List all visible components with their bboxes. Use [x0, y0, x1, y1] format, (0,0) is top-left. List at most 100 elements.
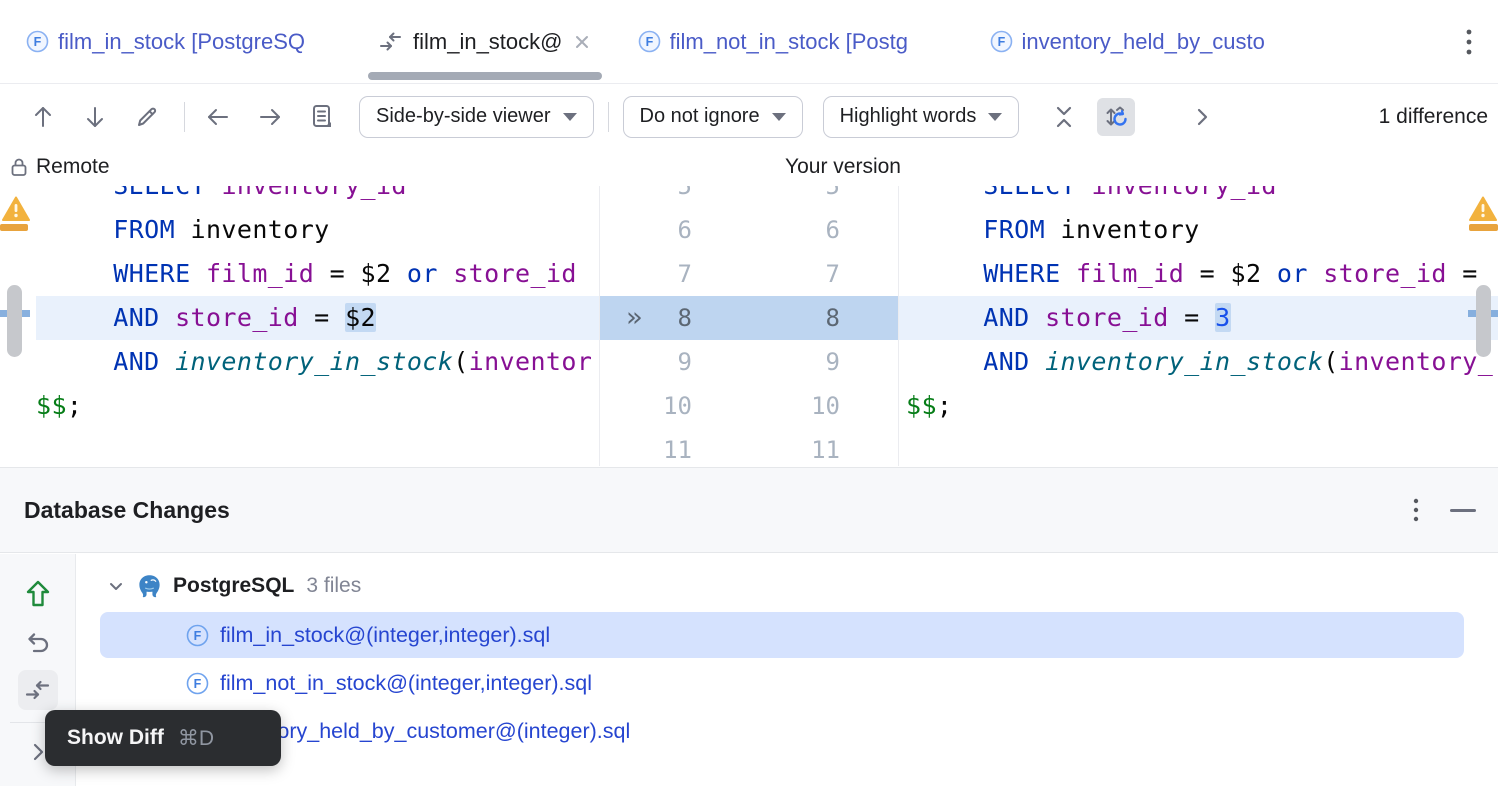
group-file-count: 3 files — [306, 574, 362, 597]
tab-inventory-held-by-customer[interactable]: F inventory_held_by_custo — [978, 0, 1350, 84]
show-diff-button[interactable] — [18, 670, 58, 710]
toolbar-more-chevron[interactable] — [1183, 98, 1221, 136]
code-line: WHERE film_id = $2 or store_id = — [983, 259, 1478, 288]
lock-icon — [8, 156, 30, 178]
code-line: AND store_id = 3 — [899, 296, 1498, 340]
next-difference-button[interactable] — [76, 98, 114, 136]
code-line: FROM inventory — [983, 215, 1200, 244]
your-version-title-text: Your version — [785, 155, 901, 178]
postgresql-icon — [136, 573, 163, 600]
collapse-unchanged-button[interactable] — [1045, 98, 1083, 136]
ignore-mode-value: Do not ignore — [639, 105, 760, 127]
warning-icon[interactable] — [1469, 196, 1497, 222]
tab-film-in-stock-console[interactable]: F film_in_stock [PostgreSQ — [14, 0, 366, 84]
tab-label: film_in_stock@ — [413, 28, 563, 54]
warning-stripe — [0, 224, 28, 231]
code-line: AND store_id = $2 — [36, 296, 599, 340]
navigate-back-button[interactable] — [199, 98, 237, 136]
chevron-down-icon — [988, 112, 1003, 121]
diff-editor-area: SELECT inventory_id FROM inventory WHERE… — [0, 186, 1498, 466]
code-line: AND inventory_in_stock(inventory_ — [983, 347, 1494, 376]
selection-highlight — [100, 612, 1464, 658]
changes-tree: PostgreSQL 3 files F film_in_stock@(inte… — [76, 554, 1498, 786]
changed-lines-list-button[interactable] — [303, 98, 341, 136]
function-file-icon: F — [638, 30, 661, 53]
code-line — [899, 428, 1498, 466]
svg-text:F: F — [34, 35, 42, 49]
code-line: SELECT inventory_id — [36, 186, 599, 208]
tab-film-in-stock-diff[interactable]: film_in_stock@ — [366, 0, 604, 84]
svg-text:F: F — [194, 629, 202, 643]
svg-text:F: F — [194, 677, 202, 691]
expand-strip-chevron[interactable] — [18, 732, 58, 772]
chevron-down-icon — [771, 112, 786, 121]
edit-source-button[interactable] — [128, 98, 166, 136]
viewer-mode-dropdown[interactable]: Side-by-side viewer — [359, 95, 594, 138]
tree-file-inventory-held-by-customer[interactable]: F inventory_held_by_customer@(integer).s… — [76, 708, 1498, 754]
highlight-mode-value: Highlight words — [839, 105, 977, 127]
highlight-mode-dropdown[interactable]: Highlight words — [822, 95, 1020, 138]
tree-file-film-in-stock[interactable]: F film_in_stock@(integer,integer).sql — [76, 612, 1498, 658]
toolbar-separator — [607, 101, 609, 132]
tab-film-not-in-stock[interactable]: F film_not_in_stock [Postg — [626, 0, 978, 84]
tree-file-film-not-in-stock[interactable]: F film_not_in_stock@(integer,integer).sq… — [76, 660, 1498, 706]
close-tab-icon[interactable] — [572, 32, 592, 52]
navigate-forward-button[interactable] — [251, 98, 289, 136]
code-line: SELECT inventory_id — [899, 186, 1498, 208]
viewer-mode-value: Side-by-side viewer — [376, 105, 551, 127]
left-scrollbar-thumb[interactable] — [7, 285, 22, 357]
svg-text:F: F — [997, 35, 1005, 49]
your-version-code-pane[interactable]: SELECT inventory_id FROM inventory WHERE… — [899, 186, 1498, 466]
warning-stripe — [1469, 224, 1498, 231]
database-changes-body: PostgreSQL 3 files F film_in_stock@(inte… — [0, 554, 1498, 786]
chevron-down-icon — [562, 112, 577, 121]
panel-title: Database Changes — [24, 496, 230, 523]
toolbar-separator — [184, 101, 185, 132]
minimize-panel-icon[interactable] — [1450, 509, 1476, 513]
function-file-icon: F — [186, 624, 209, 647]
panel-options-kebab-icon[interactable] — [1412, 497, 1420, 525]
tab-overflow-kebab-icon[interactable] — [1464, 28, 1474, 58]
code-line: $$; — [36, 391, 83, 420]
file-name: film_not_in_stock@(integer,integer).sql — [220, 670, 592, 695]
show-diff-tooltip: Show Diff ⌘D — [45, 710, 281, 766]
previous-difference-button[interactable] — [24, 98, 62, 136]
function-file-icon: F — [186, 672, 209, 695]
file-name: film_in_stock@(integer,integer).sql — [220, 622, 551, 647]
diff-icon — [378, 29, 404, 55]
chevron-expanded-icon[interactable] — [106, 576, 126, 596]
right-scrollbar-thumb[interactable] — [1476, 285, 1491, 357]
tab-label: film_not_in_stock [Postg — [669, 28, 908, 54]
code-line — [36, 428, 599, 466]
commit-push-button[interactable] — [18, 574, 58, 614]
changed-line-marker-icon[interactable]: » — [626, 302, 642, 333]
database-changes-header: Database Changes — [0, 467, 1498, 553]
sync-scrolling-toggle[interactable] — [1097, 97, 1136, 136]
svg-text:F: F — [645, 35, 653, 49]
remote-pane-title: Remote — [8, 148, 110, 186]
file-name: inventory_held_by_customer@(integer).sql — [220, 718, 631, 743]
remote-code-pane[interactable]: SELECT inventory_id FROM inventory WHERE… — [0, 186, 600, 466]
diff-pane-headers: Remote Your version — [0, 148, 1498, 186]
code-line: $$; — [906, 391, 953, 420]
tooltip-label: Show Diff — [67, 726, 164, 749]
your-version-pane-title: Your version — [785, 148, 901, 186]
code-line: WHERE film_id = $2 or store_id — [113, 259, 577, 288]
tree-group-postgresql[interactable]: PostgreSQL 3 files — [76, 562, 1498, 610]
ignore-mode-dropdown[interactable]: Do not ignore — [622, 95, 803, 138]
rollback-button[interactable] — [18, 624, 58, 664]
tab-label: film_in_stock [PostgreSQ — [58, 28, 305, 54]
group-name: PostgreSQL — [173, 574, 295, 597]
warning-icon[interactable] — [2, 196, 30, 222]
strip-separator — [10, 722, 66, 723]
function-file-icon: F — [26, 30, 49, 53]
remote-title-text: Remote — [36, 155, 110, 178]
